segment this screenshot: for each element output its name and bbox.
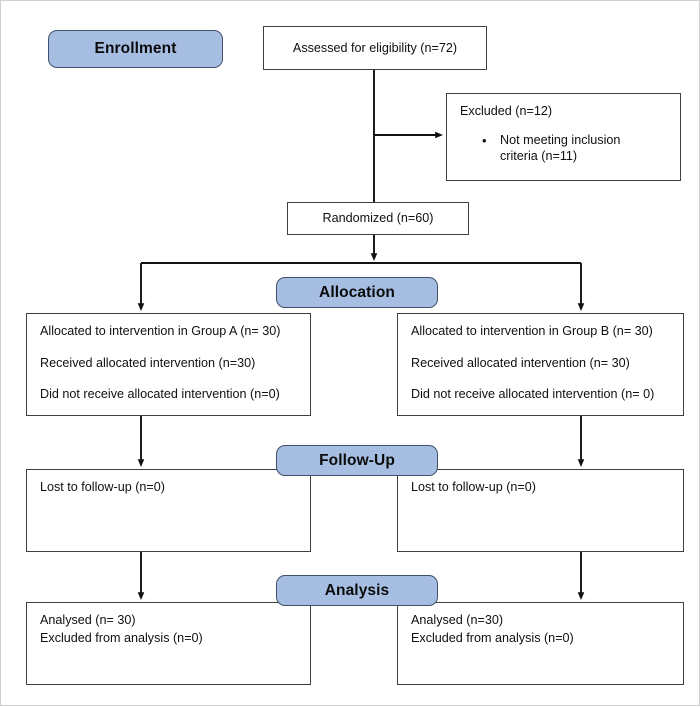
followup-right-line-1: Lost to follow-up (n=0) (411, 480, 536, 494)
stage-label-allocation: Allocation (276, 277, 438, 308)
followup-left-line-1: Lost to follow-up (n=0) (40, 480, 165, 494)
allocation-box-left: Allocated to intervention in Group A (n=… (26, 313, 311, 416)
allocation-right-line-2: Received allocated intervention (n= 30) (411, 355, 630, 370)
assessed-for-eligibility-text: Assessed for eligibility (n=72) (292, 40, 458, 55)
analysis-box-left: Analysed (n= 30) Excluded from analysis … (26, 602, 311, 685)
excluded-box: Excluded (n=12) • Not meeting inclusion … (446, 93, 681, 181)
randomized-text: Randomized (n=60) (322, 211, 434, 226)
analysis-right-line-1: Analysed (n=30) (411, 613, 504, 627)
excluded-bullet-line-1: Not meeting inclusion (500, 132, 621, 147)
stage-label-followup-text: Follow-Up (319, 451, 395, 469)
analysis-right-line-2: Excluded from analysis (n=0) (411, 630, 574, 645)
analysis-left-line-2: Excluded from analysis (n=0) (40, 630, 203, 645)
excluded-title: Excluded (n=12) (460, 104, 553, 118)
analysis-left-line-1: Analysed (n= 30) (40, 613, 136, 627)
allocation-left-line-2: Received allocated intervention (n=30) (40, 355, 256, 370)
allocation-left-line-1: Allocated to intervention in Group A (n=… (40, 324, 281, 338)
stage-label-enrollment: Enrollment (48, 30, 223, 68)
allocation-left-line-3: Did not receive allocated intervention (… (40, 387, 280, 402)
excluded-bullet-item: • Not meeting inclusion criteria (n=11) (460, 132, 668, 165)
stage-label-followup: Follow-Up (276, 445, 438, 476)
excluded-bullet-line-2: criteria (n=11) (500, 149, 578, 164)
stage-label-enrollment-text: Enrollment (94, 40, 177, 57)
assessed-for-eligibility-box: Assessed for eligibility (n=72) (263, 26, 487, 70)
followup-box-left: Lost to follow-up (n=0) (26, 469, 311, 552)
bullet-icon: • (482, 132, 487, 148)
allocation-right-line-3: Did not receive allocated intervention (… (411, 387, 655, 402)
stage-label-analysis: Analysis (276, 575, 438, 606)
allocation-box-right: Allocated to intervention in Group B (n=… (397, 313, 684, 416)
excluded-bullet-text: Not meeting inclusion criteria (n=11) (500, 132, 668, 165)
allocation-right-line-1: Allocated to intervention in Group B (n=… (411, 324, 653, 338)
analysis-box-right: Analysed (n=30) Excluded from analysis (… (397, 602, 684, 685)
stage-label-allocation-text: Allocation (319, 283, 395, 301)
stage-label-analysis-text: Analysis (324, 581, 390, 599)
randomized-box: Randomized (n=60) (287, 202, 469, 235)
followup-box-right: Lost to follow-up (n=0) (397, 469, 684, 552)
